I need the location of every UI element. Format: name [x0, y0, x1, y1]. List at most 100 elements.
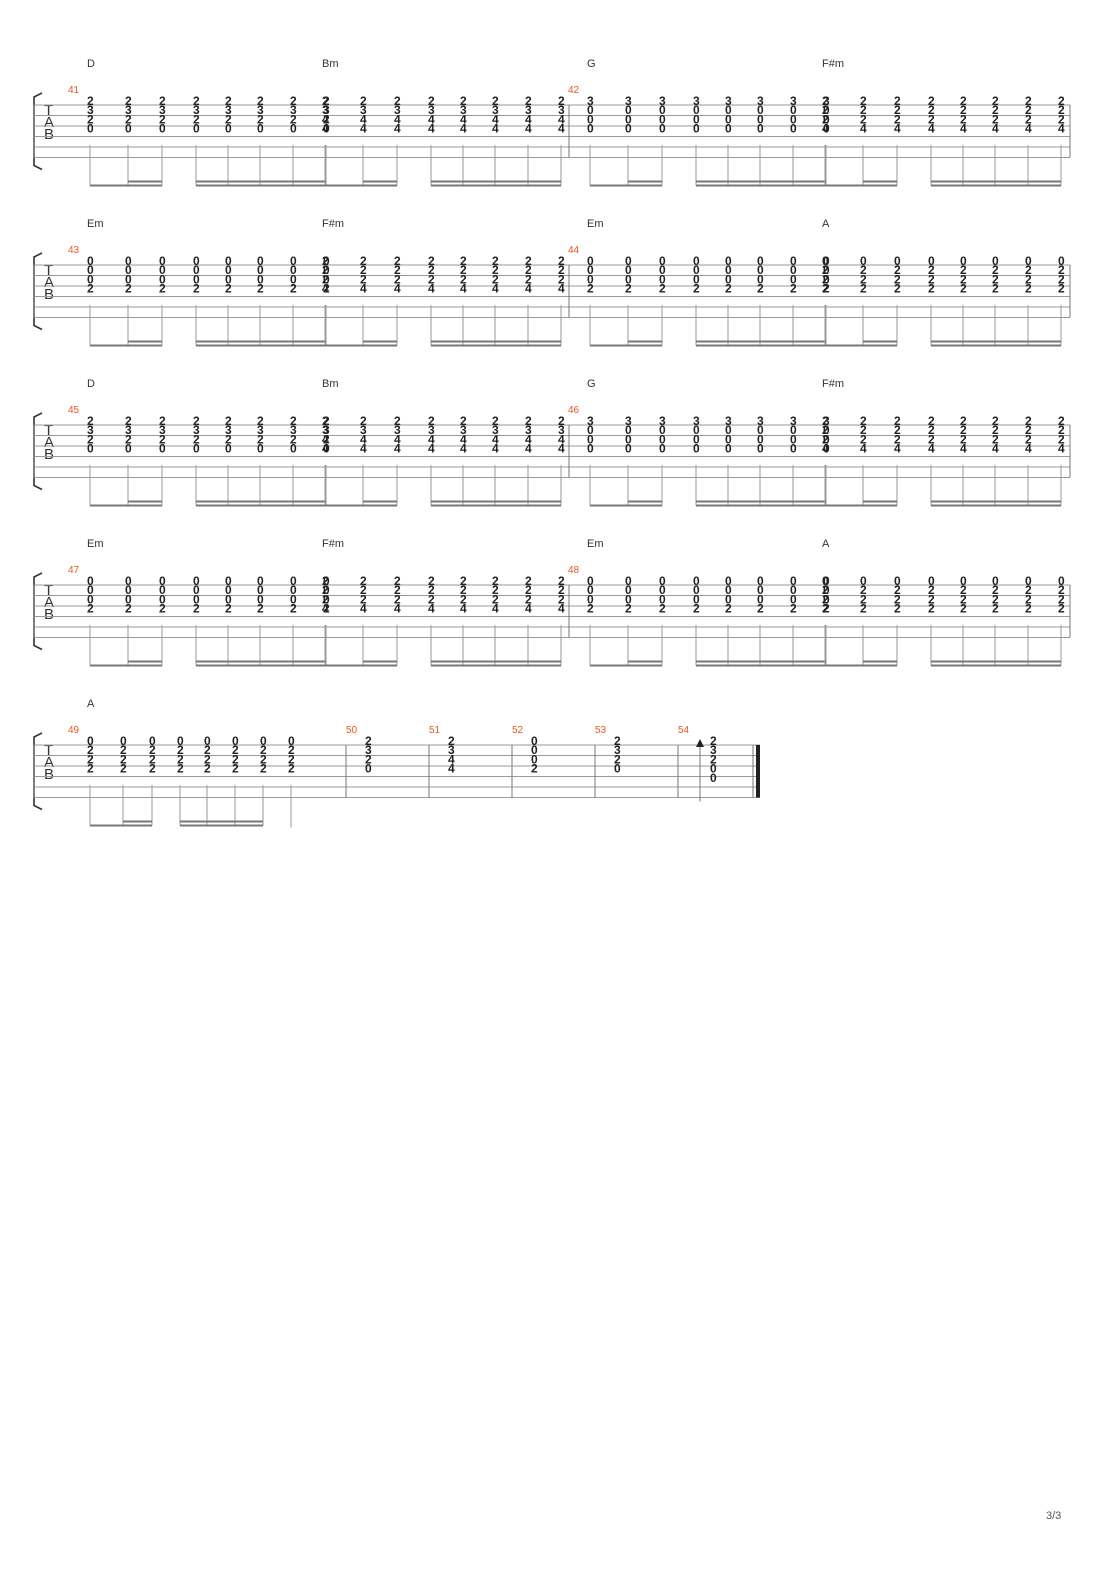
- fret-number: 2: [822, 583, 829, 597]
- fret-number: 0: [625, 442, 632, 456]
- fret-number: 0: [159, 583, 166, 597]
- fret-number: 0: [710, 771, 717, 785]
- fret-number: 2: [232, 752, 239, 766]
- fret-number: 2: [225, 414, 232, 428]
- fret-number: 3: [558, 103, 565, 117]
- fret-number: 0: [823, 583, 830, 597]
- fret-number: 3: [87, 423, 94, 437]
- fret-number: 0: [790, 442, 797, 456]
- fret-number: 0: [193, 583, 200, 597]
- fret-number: 3: [492, 423, 499, 437]
- tab-clef-letter: T: [44, 742, 53, 759]
- fret-number: 0: [725, 423, 732, 437]
- fret-number: 2: [960, 112, 967, 126]
- fret-number: 4: [360, 432, 367, 446]
- fret-number: 2: [1025, 103, 1032, 117]
- fret-number: 0: [323, 442, 330, 456]
- fret-number: 2: [204, 743, 211, 757]
- fret-number: 0: [87, 122, 94, 136]
- fret-number: 4: [894, 122, 901, 136]
- fret-number: 0: [159, 263, 166, 277]
- fret-number: 4: [428, 112, 435, 126]
- fret-number: 2: [322, 94, 329, 108]
- fret-number: 0: [659, 103, 666, 117]
- fret-number: 4: [860, 442, 867, 456]
- fret-number: 0: [693, 263, 700, 277]
- fret-number: 3: [322, 423, 329, 437]
- fret-number: 0: [290, 574, 297, 588]
- fret-number: 0: [125, 263, 132, 277]
- fret-number: 2: [492, 263, 499, 277]
- fret-number: 4: [460, 122, 467, 136]
- fret-number: 3: [823, 414, 830, 428]
- fret-number: 4: [322, 112, 329, 126]
- fret-number: 0: [725, 583, 732, 597]
- fret-number: 2: [87, 414, 94, 428]
- fret-number: 2: [290, 602, 297, 616]
- fret-number: 2: [1058, 282, 1065, 296]
- fret-number: 0: [177, 734, 184, 748]
- fret-number: 2: [1025, 414, 1032, 428]
- fret-number: 2: [1058, 414, 1065, 428]
- fret-number: 2: [1058, 263, 1065, 277]
- fret-number: 2: [822, 423, 829, 437]
- fret-number: 0: [257, 254, 264, 268]
- fret-number: 0: [225, 592, 232, 606]
- fret-number: 0: [225, 254, 232, 268]
- fret-number: 2: [558, 574, 565, 588]
- fret-number: 0: [193, 122, 200, 136]
- fret-number: 3: [428, 423, 435, 437]
- fret-number: 0: [757, 432, 764, 446]
- tab-clef-letter: T: [44, 102, 53, 119]
- fret-number: 2: [894, 103, 901, 117]
- fret-number: 2: [860, 432, 867, 446]
- fret-number: 2: [928, 423, 935, 437]
- fret-number: 0: [625, 592, 632, 606]
- fret-number: 3: [625, 414, 632, 428]
- fret-number: 2: [928, 414, 935, 428]
- fret-number: 4: [322, 602, 329, 616]
- fret-number: 0: [225, 583, 232, 597]
- fret-number: 2: [360, 263, 367, 277]
- fret-number: 2: [125, 414, 132, 428]
- fret-number: 2: [659, 602, 666, 616]
- fret-number: 0: [587, 442, 594, 456]
- fret-number: 2: [992, 592, 999, 606]
- fret-number: 4: [492, 122, 499, 136]
- fret-number: 2: [992, 602, 999, 616]
- fret-number: 0: [193, 574, 200, 588]
- fret-number: 3: [428, 103, 435, 117]
- fret-number: 0: [149, 734, 156, 748]
- fret-number: 2: [290, 112, 297, 126]
- fret-number: 2: [558, 592, 565, 606]
- fret-number: 2: [394, 592, 401, 606]
- fret-number: 2: [322, 254, 329, 268]
- fret-number: 2: [928, 583, 935, 597]
- fret-number: 0: [992, 574, 999, 588]
- fret-number: 2: [860, 423, 867, 437]
- fret-number: 3: [587, 414, 594, 428]
- fret-number: 3: [757, 414, 764, 428]
- fret-number: 0: [693, 254, 700, 268]
- fret-number: 0: [290, 442, 297, 456]
- fret-number: 3: [823, 94, 830, 108]
- fret-number: 2: [1058, 112, 1065, 126]
- fret-number: 4: [492, 602, 499, 616]
- fret-number: 4: [928, 122, 935, 136]
- fret-number: 2: [894, 272, 901, 286]
- fret-number: 2: [725, 282, 732, 296]
- fret-number: 2: [894, 583, 901, 597]
- fret-number: 0: [659, 592, 666, 606]
- fret-number: 0: [159, 592, 166, 606]
- fret-number: 2: [428, 583, 435, 597]
- fret-number: 2: [525, 272, 532, 286]
- fret-number: 0: [693, 112, 700, 126]
- fret-number: 0: [693, 122, 700, 136]
- fret-number: 4: [428, 602, 435, 616]
- fret-number: 0: [257, 263, 264, 277]
- fret-number: 2: [288, 743, 295, 757]
- fret-number: 2: [558, 414, 565, 428]
- fret-number: 2: [460, 414, 467, 428]
- fret-number: 2: [225, 282, 232, 296]
- fret-number: 0: [87, 592, 94, 606]
